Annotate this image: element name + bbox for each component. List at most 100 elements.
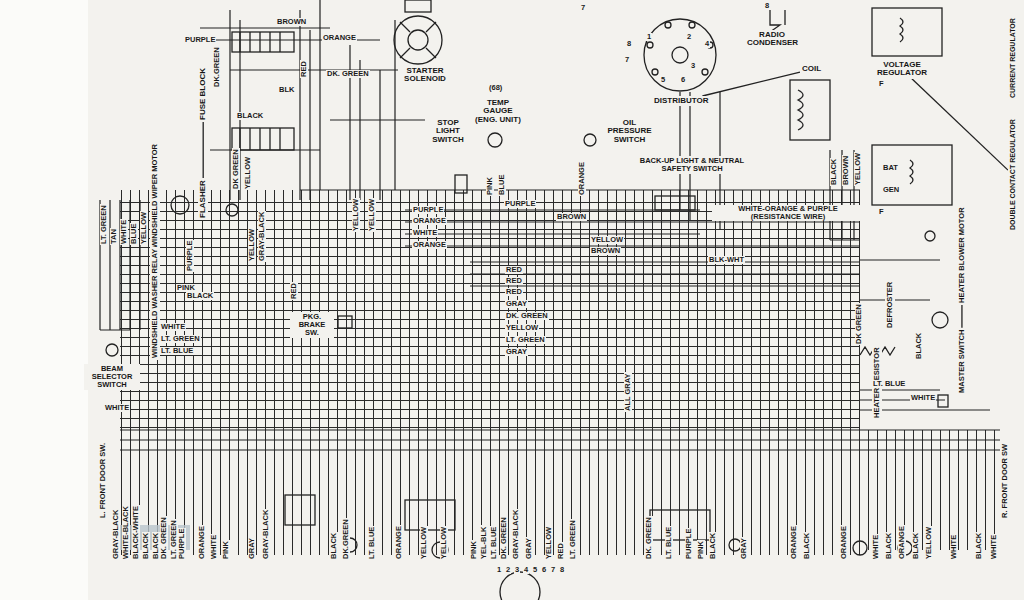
wire-color-label: WHITE: [210, 534, 218, 560]
component-name: STARTER SOLENOID: [400, 67, 450, 84]
solenoid-symbol: [394, 16, 442, 64]
wire-connector: [702, 72, 800, 96]
component-name: PKG. BRAKE SW.: [292, 313, 332, 337]
wire-color-label: LT. BLUE: [665, 526, 673, 560]
component-label: COIL: [800, 64, 823, 74]
wire-color-label: DK.GREEN: [342, 518, 350, 560]
regulator-box: [872, 8, 942, 56]
wire-color-label: RED: [557, 542, 565, 560]
wire-color-label: BLK: [278, 86, 295, 94]
component-name: L. FRONT DOOR SW.: [99, 443, 107, 518]
wire-color-label: 3: [690, 62, 696, 70]
component-name: VOLTAGE REGULATOR: [872, 61, 932, 78]
wire-color-label: PURPLE: [184, 36, 216, 44]
wire-color-label: BLACK: [330, 532, 338, 560]
wire-color-label: BROWN: [590, 247, 621, 255]
wire-color-label: GRAY: [525, 537, 533, 560]
coil-symbol: [790, 80, 830, 140]
component-name: BEAM SELECTOR SWITCH: [86, 365, 138, 389]
wire-color-label: BLACK: [885, 532, 893, 560]
wire-color-label: PINK: [697, 540, 705, 560]
wire-color-label: 7: [624, 56, 630, 64]
wire-color-label: BLACK: [975, 532, 983, 560]
component-name: RADIO CONDENSER: [747, 31, 797, 48]
wire-color-label: RED: [300, 60, 308, 78]
wire-color-label: DK. GREEN: [505, 312, 549, 320]
component-symbols: [106, 0, 952, 600]
component-name: COIL: [802, 65, 821, 73]
wire-color-label: LT. GREEN: [100, 204, 108, 245]
wiper-motor-symbol: [171, 196, 189, 214]
wire-color-label: PINK: [222, 540, 230, 560]
wire-color-label: 5: [660, 76, 666, 84]
component-label: R. FRONT DOOR SW: [1000, 442, 1010, 520]
wire-color-label: ORANGE: [898, 525, 906, 560]
wire-color-label: LT. BLUE: [368, 526, 376, 560]
wire-color-label: WHITE: [990, 534, 998, 560]
component-label: BEAM SELECTOR SWITCH: [84, 364, 140, 390]
wire-color-label: 1: [646, 33, 652, 41]
wire-color-label: ORANGE: [412, 217, 447, 225]
wire-color-label: LT. GREEN: [160, 335, 201, 343]
component-name: DOUBLE CONTACT REGULATOR: [1009, 119, 1016, 230]
wire-color-label: PURPLE: [685, 528, 693, 560]
component-label: MASTER SWITCH: [957, 328, 967, 395]
wire-color-label: GEN: [882, 186, 900, 194]
wire-color-label: BLACK: [186, 292, 214, 300]
wire-color-label: PINK: [486, 176, 494, 196]
component-name: WINDSHIELD WASHER RELAY: [151, 249, 159, 358]
wire-color-label: ORANGE: [395, 525, 403, 560]
wire-color-label: YELLOW: [590, 236, 624, 244]
wire-color-label: ALL GRAY: [624, 372, 632, 412]
wire-color-label: 6: [541, 566, 547, 574]
wires: [100, 0, 1000, 450]
wire-color-label: 2: [505, 566, 511, 574]
component-name: HEATER BLOWER MOTOR: [958, 207, 966, 303]
component-name: OIL PRESSURE SWITCH: [602, 119, 657, 144]
wire-color-label: WHITE: [160, 323, 186, 331]
wire-color-label: BLACK: [803, 532, 811, 560]
wire-color-label: BLACK: [915, 332, 923, 360]
component-name: R. FRONT DOOR SW: [1001, 444, 1009, 518]
component-label: HEATER BLOWER MOTOR: [957, 205, 967, 305]
wire-color-label: WHITE: [872, 534, 880, 560]
wire-color-label: GRAY: [740, 537, 748, 560]
wire-color-label: 8: [559, 566, 565, 574]
wire-color-label: YELLOW: [440, 526, 448, 560]
wire-color-label: 4: [704, 40, 710, 48]
wire-color-label: ORANGE: [412, 241, 447, 249]
wire-color-label: 8: [764, 2, 770, 10]
wire-color-label: WHITE: [412, 229, 438, 237]
wire-connector: [961, 305, 962, 328]
wire-color-label: GRAY-BLACK: [512, 509, 520, 560]
wire-color-label: DK GREEN: [232, 148, 240, 190]
wire-color-label: GRAY-BLACK: [258, 211, 266, 262]
component-name: BACK-UP LIGHT & NEUTRAL SAFETY SWITCH: [632, 157, 752, 173]
wire-color-label: BLACK: [912, 532, 920, 560]
component-name: DEFROSTER: [886, 282, 894, 328]
wire-color-label: PURPLE: [412, 206, 444, 214]
component-name: TEMP GAUGE (ENG. UNIT): [472, 99, 524, 124]
wire-color-label: DK.GREEN: [213, 46, 221, 88]
wire-color-label: LT. BLUE: [160, 347, 194, 355]
wire-color-label: ORANGE: [198, 525, 206, 560]
component-label: DOUBLE CONTACT REGULATOR: [1008, 117, 1017, 232]
component-name: STOP LIGHT SWITCH: [427, 119, 469, 144]
wire-color-label: GRAY: [505, 300, 528, 308]
wire-color-label: WHITE: [120, 219, 128, 245]
wire-color-label: PINK: [176, 284, 196, 292]
wire-color-label: DK GREEN: [855, 303, 863, 345]
wire-color-label: RED: [290, 282, 298, 300]
component-label: CURRENT REGULATOR: [1008, 16, 1017, 100]
component-name: CURRENT REGULATOR: [1009, 18, 1016, 98]
wire-color-label: 7: [550, 566, 556, 574]
component-label: STARTER SOLENOID: [398, 66, 452, 85]
component-name: MASTER SWITCH: [958, 330, 966, 393]
wire-color-label: LT. GREEN: [505, 336, 546, 344]
wire-connector: [203, 122, 204, 178]
wire-color-label: 7: [580, 4, 586, 12]
wire-color-label: YELLOW: [140, 211, 148, 245]
wire-color-label: F: [878, 80, 885, 88]
wire-color-label: GRAY: [248, 537, 256, 560]
wire-color-label: BLACK: [142, 532, 150, 560]
